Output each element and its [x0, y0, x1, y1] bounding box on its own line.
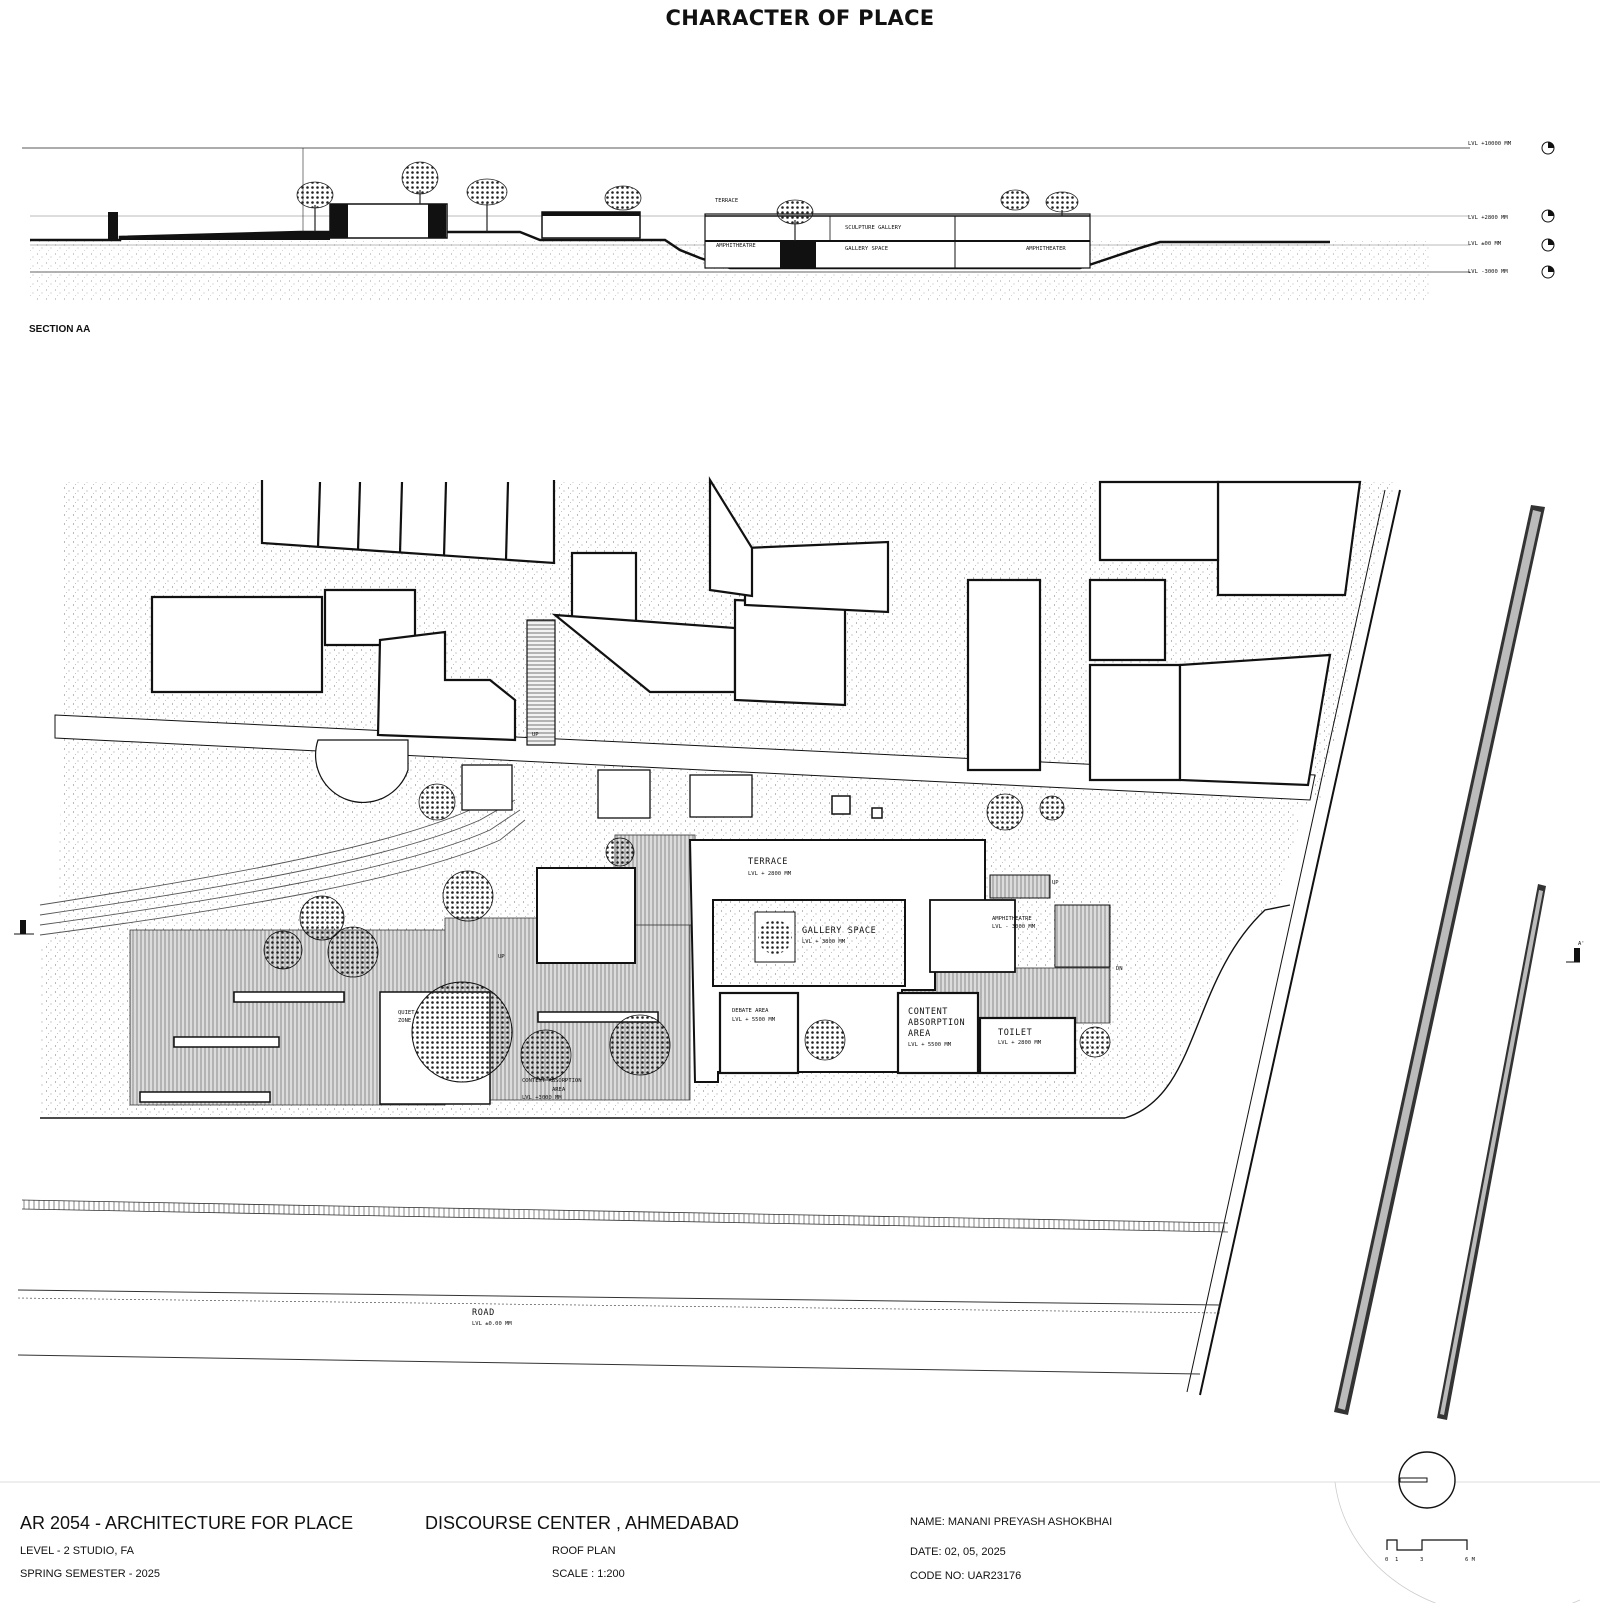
plan-gallery-space-label: GALLERY SPACE	[802, 926, 876, 936]
section-sculpture-gallery-label: SCULPTURE GALLERY	[845, 225, 902, 231]
level-markers	[1541, 141, 1555, 279]
plan-terrace-label: TERRACE	[748, 857, 788, 867]
plan-quiet-line1: QUIET	[398, 1010, 415, 1016]
title-block-lines: 0 1 3 6 M	[0, 1451, 1600, 1603]
plan-content-lower-line1: CONTENT ABSORPTION	[522, 1078, 582, 1084]
plan-content-line2: ABSORPTION	[908, 1018, 965, 1028]
section-amphitheater-label: AMPHITHEATER	[1026, 246, 1066, 252]
drawing-scale: SCALE : 1:200	[552, 1568, 625, 1580]
level-minus-3000: LVL -3000 MM	[1468, 269, 1508, 275]
course-level: LEVEL - 2 STUDIO, FA	[20, 1545, 134, 1557]
plan-quiet-line2: ZONE	[398, 1018, 411, 1024]
plan-road-level: LVL ±0.00 MM	[472, 1321, 512, 1327]
plan-road-label: ROAD	[472, 1308, 495, 1318]
student-name: NAME: MANANI PREYASH ASHOKBHAI	[910, 1516, 1113, 1528]
scale-tick-0: 0	[1385, 1557, 1388, 1563]
scale-tick-3: 3	[1420, 1557, 1423, 1563]
roof-plan: UP	[14, 476, 1585, 1420]
section-terrace-label: TERRACE	[715, 198, 738, 204]
plan-gallery-space-level: LVL + 3800 MM	[802, 939, 846, 945]
plan-amphitheatre-label: AMPHITHEATRE	[992, 916, 1032, 922]
course-title: AR 2054 - ARCHITECTURE FOR PLACE	[20, 1513, 354, 1533]
level-2800: LVL +2800 MM	[1468, 215, 1508, 221]
plan-debate-area-label: DEBATE AREA	[732, 1008, 769, 1014]
plan-debate-area-level: LVL + 5500 MM	[732, 1017, 776, 1023]
plan-terrace-level: LVL + 2800 MM	[748, 871, 792, 877]
plan-up-marker-3: UP	[1052, 880, 1059, 886]
section-marker-a-prime	[1566, 948, 1580, 963]
scale-bar-icon	[1386, 1539, 1468, 1551]
level-00: LVL ±00 MM	[1468, 241, 1502, 247]
plan-amphitheatre-level: LVL - 3000 MM	[992, 924, 1036, 930]
scale-tick-1: 1	[1395, 1557, 1398, 1563]
plan-up-marker-2: UP	[498, 954, 505, 960]
plan-content-lower-level: LVL +3000 MM	[522, 1095, 562, 1101]
plan-content-line3: AREA	[908, 1029, 931, 1039]
project-title: DISCOURSE CENTER , AHMEDABAD	[425, 1513, 740, 1533]
plan-up-marker: UP	[532, 732, 539, 738]
sheet-title: CHARACTER OF PLACE	[665, 6, 935, 30]
level-10000: LVL +10000 MM	[1468, 141, 1512, 147]
scale-tick-6m: 6 M	[1465, 1557, 1476, 1563]
plan-content-line1: CONTENT	[908, 1007, 948, 1017]
section-marker-a	[14, 920, 34, 935]
section-aa-label: SECTION AA	[29, 324, 90, 335]
section-amphitheatre-label: AMPHITHEATRE	[716, 243, 756, 249]
plan-content-level: LVL + 5500 MM	[908, 1042, 952, 1048]
student-code: CODE NO: UAR23176	[910, 1570, 1022, 1582]
drawing-name: ROOF PLAN	[552, 1545, 616, 1557]
plan-dn-marker: DN	[1116, 966, 1123, 972]
section-a-prime-label: A'	[1578, 941, 1585, 947]
plan-content-lower-line2: AREA	[552, 1087, 566, 1093]
section-gallery-space-label: GALLERY SPACE	[845, 246, 888, 252]
section-aa: LVL +10000 MM LVL +2800 MM LVL ±00 MM LV…	[22, 141, 1555, 335]
plan-toilet-level: LVL + 2800 MM	[998, 1040, 1042, 1046]
course-semester: SPRING SEMESTER - 2025	[20, 1568, 160, 1580]
plan-toilet-label: TOILET	[998, 1028, 1032, 1038]
submission-date: DATE: 02, 05, 2025	[910, 1546, 1006, 1558]
